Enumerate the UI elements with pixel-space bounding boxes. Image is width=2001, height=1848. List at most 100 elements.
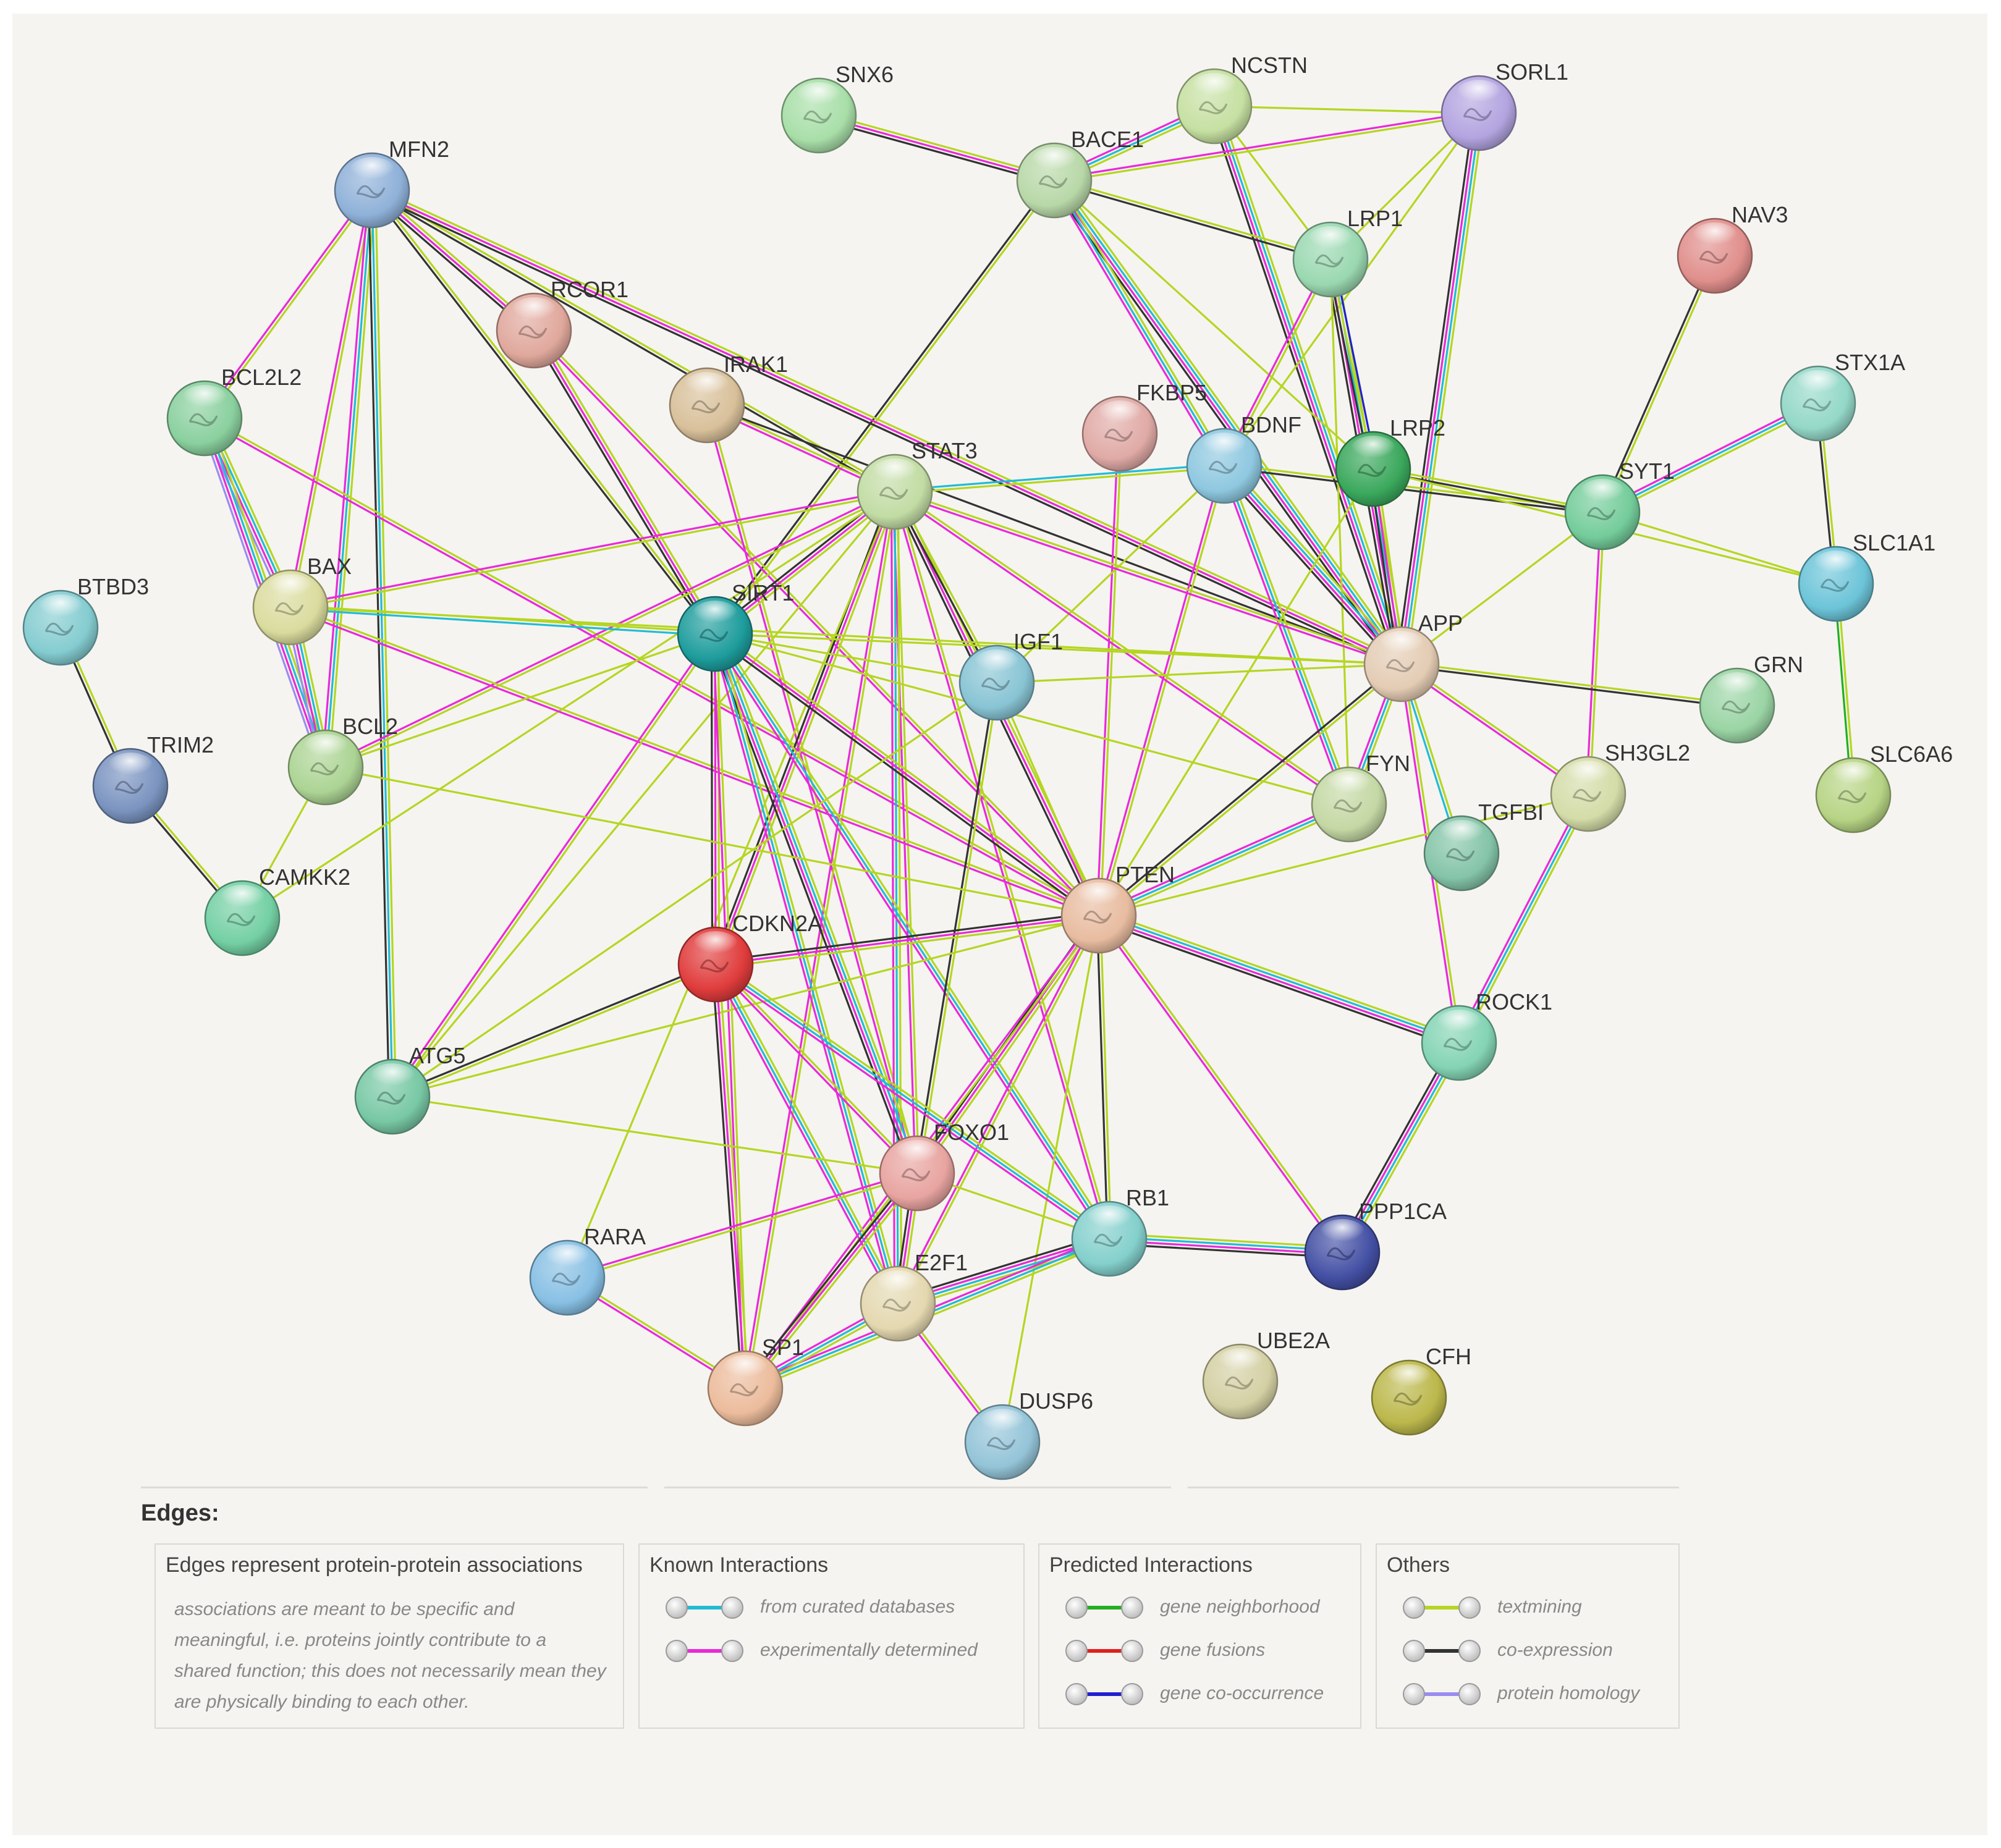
edge-atg5-foxo1[interactable] — [392, 1095, 918, 1175]
edge-bax-pten[interactable] — [289, 604, 1100, 919]
edge-cdkn2a-e2f1[interactable] — [711, 962, 902, 1306]
edge-rock1-ppp1ca[interactable] — [1337, 1040, 1465, 1255]
edge-bcl2-pten[interactable] — [325, 766, 1099, 917]
node-foxo1[interactable]: FOXO1 — [879, 1120, 1009, 1212]
edge-mfn2-stat3[interactable] — [370, 188, 897, 494]
node-stat3[interactable]: STAT3 — [857, 438, 978, 530]
edge-mfn2-bax[interactable] — [287, 190, 375, 608]
edge-rcor1-pten[interactable] — [531, 328, 1101, 918]
edge-pten-rock1[interactable] — [1096, 909, 1462, 1049]
edge-pten-dusp6[interactable] — [1001, 915, 1100, 1443]
edge-lrp1-bdnf[interactable] — [1222, 258, 1333, 467]
node-nav3[interactable]: NAV3 — [1677, 202, 1788, 294]
edge-sirt1-e2f1[interactable] — [711, 633, 902, 1305]
edge-fkbp5-pten[interactable] — [1096, 433, 1123, 916]
node-btbd3[interactable]: BTBD3 — [22, 574, 149, 666]
edge-igf1-pten[interactable] — [996, 682, 1100, 916]
node-rb1[interactable]: RB1 — [1071, 1185, 1169, 1277]
edge-igf1-foxo1[interactable] — [914, 682, 1000, 1174]
edge-sirt1-igf1[interactable] — [714, 633, 997, 684]
edge-stat3-rara[interactable] — [566, 491, 896, 1278]
node-irak1[interactable]: IRAK1 — [669, 352, 788, 444]
node-ube2a[interactable]: UBE2A — [1202, 1328, 1330, 1420]
edge-app-igf1[interactable] — [996, 663, 1402, 684]
edge-syt1-sh3gl2[interactable] — [1585, 512, 1605, 795]
edge-stat3-foxo1[interactable] — [892, 491, 920, 1174]
node-syt1[interactable]: SYT1 — [1564, 458, 1675, 551]
node-fyn[interactable]: FYN — [1311, 751, 1410, 843]
node-slc1a1[interactable]: SLC1A1 — [1798, 530, 1935, 622]
edge-mfn2-bcl2[interactable] — [321, 190, 377, 768]
edge-stat3-atg5[interactable] — [391, 491, 896, 1098]
edge-app-grn[interactable] — [1401, 661, 1738, 709]
edge-nav3-syt1[interactable] — [1600, 255, 1717, 513]
node-ncstn[interactable]: NCSTN — [1176, 53, 1308, 145]
edge-pten-ppp1ca[interactable] — [1096, 914, 1345, 1254]
node-e2f1[interactable]: E2F1 — [860, 1250, 968, 1342]
edge-stx1a-syt1[interactable] — [1600, 399, 1821, 517]
edge-foxo1-rara[interactable] — [566, 1170, 918, 1281]
edge-bdnf-stat3[interactable] — [894, 463, 1225, 495]
edge-sirt1-atg5[interactable] — [390, 632, 717, 1099]
node-sh3gl2[interactable]: SH3GL2 — [1550, 740, 1690, 832]
edge-mfn2-bcl2l2[interactable] — [202, 188, 374, 420]
edge-stat3-rb1[interactable] — [892, 491, 1112, 1240]
edge-sirt1-app[interactable] — [714, 633, 1402, 665]
edge-sh3gl2-rock1[interactable] — [1455, 791, 1593, 1045]
edge-cdkn2a-rb1[interactable] — [713, 961, 1112, 1243]
edge-pten-rb1[interactable] — [1096, 915, 1112, 1239]
node-dusp6[interactable]: DUSP6 — [964, 1388, 1093, 1480]
node-rara[interactable]: RARA — [529, 1224, 646, 1316]
edge-rb1-ppp1ca[interactable] — [1109, 1233, 1343, 1259]
edge-bcl2l2-pten[interactable] — [203, 416, 1101, 918]
edge-ncstn-app[interactable] — [1208, 104, 1408, 667]
edge-snx6-bace1[interactable] — [818, 111, 1055, 185]
edge-sh3gl2-pten[interactable] — [1098, 793, 1589, 917]
node-grn[interactable]: GRN — [1699, 652, 1803, 744]
edge-pten-e2f1[interactable] — [895, 914, 1101, 1305]
node-sirt1[interactable]: SIRT1 — [677, 580, 794, 672]
edge-ncstn-sorl1[interactable] — [1214, 105, 1479, 114]
edge-irak1-foxo1[interactable] — [704, 404, 920, 1175]
node-bace1[interactable]: BACE1 — [1016, 127, 1144, 219]
edge-cdkn2a-atg5[interactable] — [391, 961, 717, 1100]
edge-bdnf-pten[interactable] — [1096, 465, 1227, 917]
node-tgfbi[interactable]: TGFBI — [1423, 800, 1544, 892]
node-ppp1ca[interactable]: PPP1CA — [1304, 1199, 1447, 1291]
node-igf1[interactable]: IGF1 — [958, 629, 1063, 721]
edge-sorl1-bace1[interactable] — [1054, 110, 1479, 184]
edge-bace1-lrp1[interactable] — [1053, 177, 1332, 263]
edge-stat3-camkk2[interactable] — [242, 491, 895, 919]
edge-sirt1-bcl2[interactable] — [325, 633, 716, 769]
edge-mfn2-app[interactable] — [370, 186, 1403, 669]
node-cfh[interactable]: CFH — [1371, 1344, 1471, 1436]
edge-app-pten[interactable] — [1097, 662, 1403, 918]
node-mfn2[interactable]: MFN2 — [334, 137, 449, 229]
node-app[interactable]: APP — [1363, 610, 1463, 702]
node-sorl1[interactable]: SORL1 — [1440, 59, 1568, 151]
edge-foxo1-sp1[interactable] — [742, 1170, 921, 1391]
edge-sirt1-pten[interactable] — [712, 630, 1102, 919]
edge-bace1-sirt1[interactable] — [713, 179, 1057, 636]
edge-bdnf-syt1[interactable] — [1224, 463, 1603, 515]
edge-bdnf-igf1[interactable] — [996, 465, 1225, 684]
edge-bace1-bdnf[interactable] — [1050, 178, 1229, 468]
edge-app-sh3gl2[interactable] — [1400, 662, 1590, 796]
node-sp1[interactable]: SP1 — [707, 1335, 804, 1427]
node-camkk2[interactable]: CAMKK2 — [204, 864, 350, 956]
node-slc6a6[interactable]: SLC6A6 — [1815, 741, 1953, 833]
edge-stat3-bax[interactable] — [290, 489, 895, 610]
edge-cdkn2a-foxo1[interactable] — [713, 962, 920, 1176]
node-pten[interactable]: PTEN — [1060, 862, 1175, 954]
node-lrp1[interactable]: LRP1 — [1292, 206, 1403, 298]
node-cdkn2a[interactable]: CDKN2A — [677, 911, 823, 1003]
edge-stat3-app[interactable] — [894, 489, 1403, 667]
node-bax[interactable]: BAX — [252, 554, 352, 646]
node-bdnf[interactable]: BDNF — [1186, 412, 1301, 504]
node-atg5[interactable]: ATG5 — [354, 1043, 465, 1135]
edge-syt1-slc1a1[interactable] — [1602, 511, 1837, 585]
edge-igf1-atg5[interactable] — [392, 681, 997, 1098]
node-snx6[interactable]: SNX6 — [781, 62, 894, 154]
edge-lrp2-pten[interactable] — [1098, 468, 1374, 916]
